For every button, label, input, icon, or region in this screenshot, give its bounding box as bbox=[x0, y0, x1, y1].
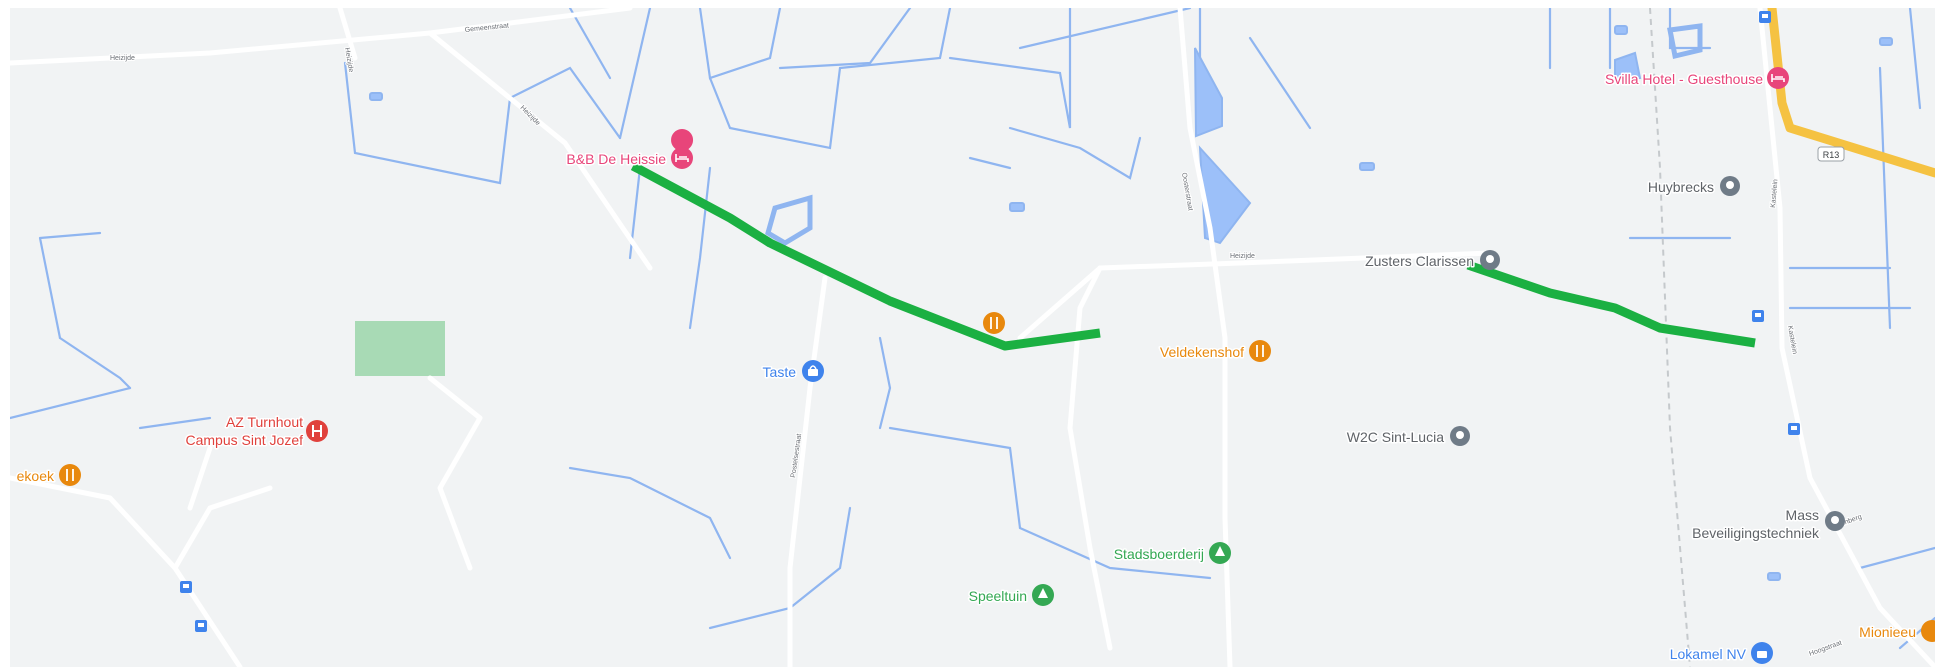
route[interactable] bbox=[630, 162, 1756, 351]
transit-stops bbox=[180, 11, 1800, 632]
road-shield: R13 bbox=[1817, 146, 1845, 162]
water-bodies bbox=[369, 23, 1893, 581]
svg-text:Svilla Hotel - Guesthouse: Svilla Hotel - Guesthouse bbox=[1605, 71, 1763, 87]
highway bbox=[1767, 8, 1935, 178]
street-heizijde-1: Heizijde bbox=[110, 55, 135, 62]
poi-huybrecks[interactable]: Huybrecks bbox=[1646, 176, 1740, 197]
park-area bbox=[355, 321, 445, 376]
route-segment-2[interactable] bbox=[1466, 260, 1756, 348]
svg-text:R13: R13 bbox=[1823, 150, 1840, 160]
transit-stop-icon[interactable] bbox=[180, 581, 192, 593]
poi-stadsboerderij[interactable]: Stadsboerderij bbox=[1112, 542, 1231, 564]
svg-text:Huybrecks: Huybrecks bbox=[1648, 179, 1714, 195]
street-heizijde-3: Heizijde bbox=[1230, 253, 1255, 260]
svg-text:Beveiligingstechniek: Beveiligingstechniek bbox=[1692, 525, 1820, 541]
poi-mass[interactable]: Mass Beveiligingstechniek bbox=[1691, 506, 1845, 543]
poi-lokamel[interactable]: Lokamel NV bbox=[1668, 642, 1773, 664]
poi-veldekenshof[interactable]: Veldekenshof bbox=[1158, 340, 1271, 362]
restaurant-icon bbox=[1921, 620, 1935, 642]
poi-speeltuin[interactable]: Speeltuin bbox=[967, 584, 1054, 606]
poi-taste[interactable]: Taste bbox=[761, 360, 824, 382]
poi-restaurant-partial[interactable] bbox=[983, 312, 1005, 334]
svg-text:Mionieeu: Mionieeu bbox=[1859, 624, 1916, 640]
svg-text:W2C Sint-Lucia: W2C Sint-Lucia bbox=[1347, 429, 1444, 445]
railway bbox=[1649, 8, 1691, 667]
svg-text:Speeltuin: Speeltuin bbox=[969, 588, 1027, 604]
svg-text:Mass: Mass bbox=[1786, 507, 1819, 523]
svg-text:Veldekenshof: Veldekenshof bbox=[1160, 344, 1244, 360]
restaurant-icon bbox=[983, 312, 1005, 334]
svg-text:ekoek: ekoek bbox=[17, 468, 55, 484]
poi-bb-de-heissie[interactable]: B&B De Heissie bbox=[565, 129, 694, 169]
transit-stop-icon[interactable] bbox=[1788, 423, 1800, 435]
svg-text:B&B De Heissie: B&B De Heissie bbox=[566, 151, 666, 167]
hotel-icon bbox=[1767, 67, 1789, 89]
poi-mionieeu[interactable]: Mionieeu bbox=[1858, 620, 1935, 642]
poi-w2c[interactable]: W2C Sint-Lucia bbox=[1345, 426, 1470, 447]
svg-text:Zusters Clarissen: Zusters Clarissen bbox=[1365, 253, 1474, 269]
restaurant-icon bbox=[1249, 340, 1271, 362]
restaurant-icon bbox=[59, 464, 81, 486]
transit-stop-icon[interactable] bbox=[1752, 310, 1764, 322]
water-lines bbox=[10, 8, 1935, 650]
route-segment-1[interactable] bbox=[630, 162, 1101, 351]
roads bbox=[10, 8, 1935, 667]
svg-text:AZ Turnhout: AZ Turnhout bbox=[226, 414, 303, 430]
poi-az-turnhout[interactable]: AZ Turnhout Campus Sint Jozef bbox=[184, 413, 329, 450]
hotel-icon bbox=[671, 129, 694, 151]
svg-text:Taste: Taste bbox=[763, 364, 797, 380]
svg-text:Lokamel NV: Lokamel NV bbox=[1670, 646, 1747, 662]
poi-zusters[interactable]: Zusters Clarissen bbox=[1364, 250, 1500, 271]
map-view[interactable]: R13 Heizijde Gemeenstraat Heizijde Heizi… bbox=[10, 8, 1935, 667]
svg-text:Stadsboerderij: Stadsboerderij bbox=[1114, 546, 1204, 562]
transit-stop-icon[interactable] bbox=[195, 620, 207, 632]
street-kastelein-1: Kastelein bbox=[1770, 179, 1779, 208]
transit-stop-icon[interactable] bbox=[1759, 11, 1771, 23]
poi-svilla[interactable]: Svilla Hotel - Guesthouse bbox=[1604, 67, 1789, 89]
svg-text:Campus Sint Jozef: Campus Sint Jozef bbox=[186, 432, 304, 448]
poi-ekoek[interactable]: ekoek bbox=[15, 464, 81, 486]
